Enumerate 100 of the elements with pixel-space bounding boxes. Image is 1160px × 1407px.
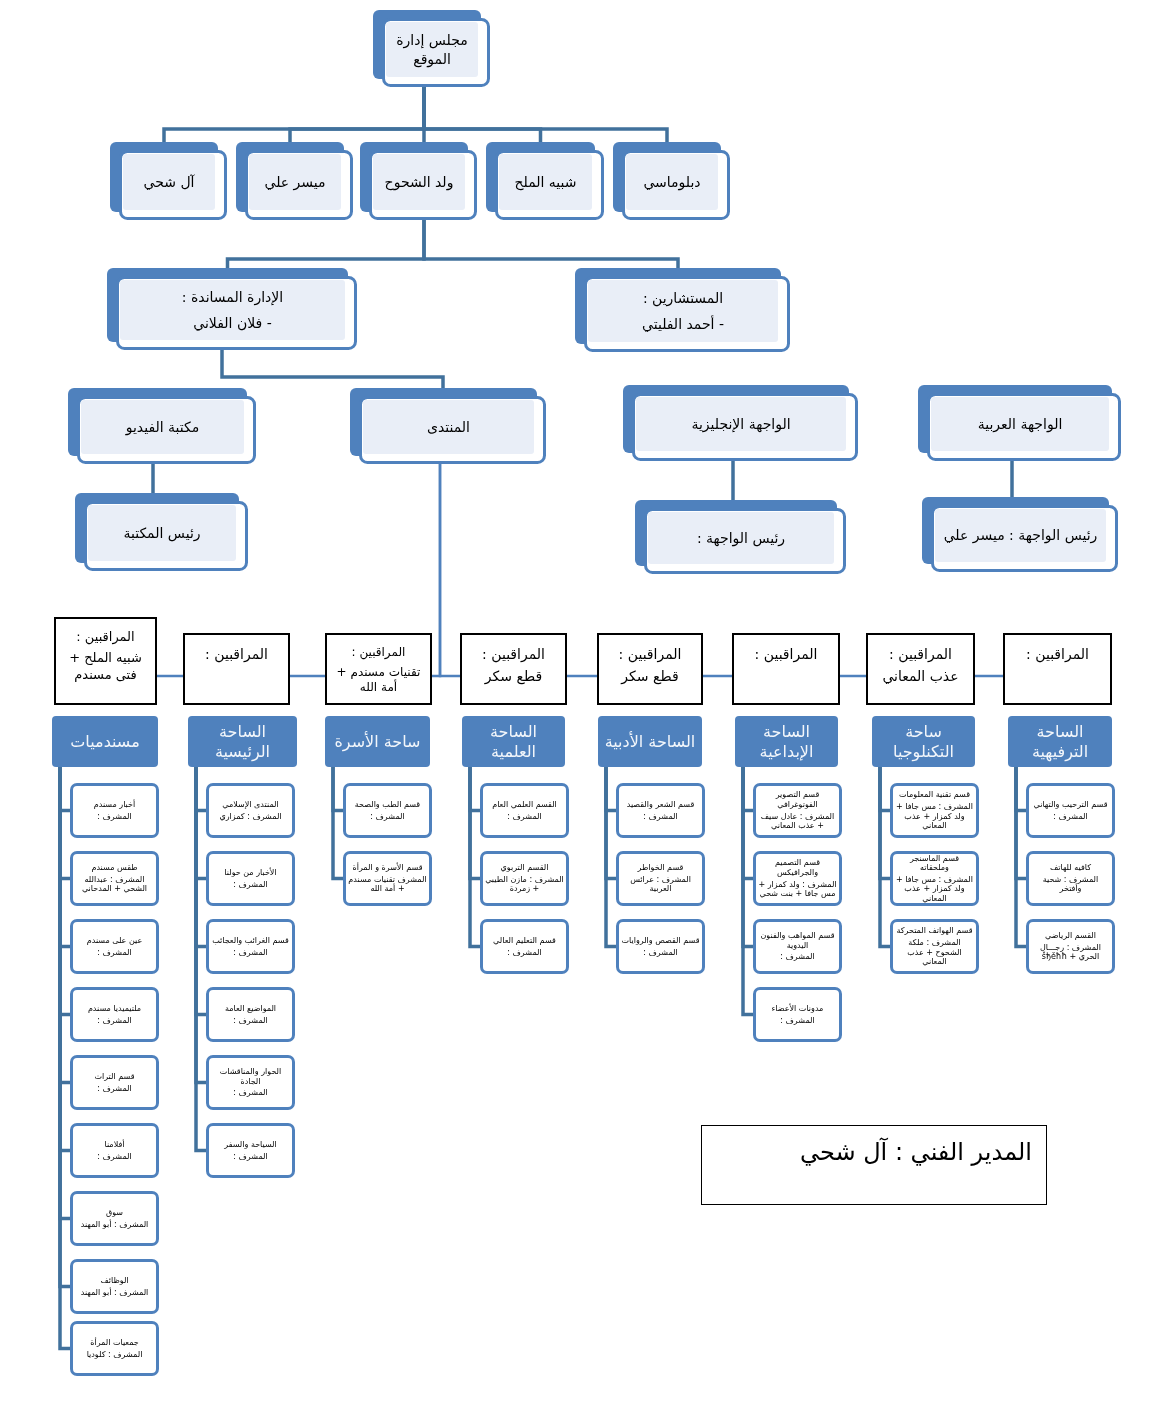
supervisor-text: المشرف : <box>780 1015 815 1026</box>
subforum-name: قسم التراث <box>94 1071 135 1082</box>
moderators-box <box>183 633 290 705</box>
subforum-box <box>1026 851 1115 906</box>
subforum-box <box>480 783 569 838</box>
section-title: الساحة الرئيسية <box>213 722 272 761</box>
connector-line <box>468 767 480 949</box>
subforum-name: السياحة والسفر <box>224 1139 277 1150</box>
moderators-label: المراقبين : <box>618 645 682 664</box>
org-box <box>613 142 730 220</box>
subforum-box <box>1026 783 1115 838</box>
subforum-name: القسم الرياضي <box>1045 931 1096 941</box>
box-title: المنتدى <box>427 417 470 437</box>
connector-line <box>1014 767 1026 949</box>
supervisor-text: المشرف : <box>97 1083 132 1094</box>
subforum-name: القسم التربوي <box>500 863 549 873</box>
supervisor-text: المشرف : <box>780 952 815 962</box>
subforum-box <box>70 783 159 838</box>
supervisor-text: المشرف تقنيات مسندم + أمة الله <box>348 874 427 894</box>
box-title: دبلوماسي <box>643 172 701 192</box>
supervisor-text: المشرف : <box>643 947 678 958</box>
subforum-box <box>343 851 432 906</box>
subforum-box <box>206 783 295 838</box>
supervisor-text: المشرف : <box>97 1151 132 1162</box>
connector-line <box>741 767 753 1017</box>
supervisor-text: المشرف : مازن الطيبي + زمردة <box>485 874 564 894</box>
supervisor-text: المشرف : عادل سيف + عذب المعاني <box>759 811 836 831</box>
org-box <box>110 142 227 220</box>
subforum-box <box>70 919 159 974</box>
supervisor-text: المشرف : أبو المهند <box>80 1287 149 1298</box>
supervisor-text: المشرف : رجـــال الحري + šђěħħ <box>1039 942 1102 962</box>
connector-line <box>432 464 442 678</box>
section-header <box>52 716 158 767</box>
moderator-names: شبيه الملح + فتى مسندم <box>68 649 143 684</box>
connector-line <box>157 674 183 678</box>
supervisor-text: المشرف : <box>97 1015 132 1026</box>
section-title: الساحة الإبداعية <box>758 722 815 761</box>
subforum-name: مدونات الأعضاء <box>771 1003 824 1014</box>
section-header <box>872 716 975 767</box>
supervisor-text: المشرف : ولد كمزار + مس جافا + بنت شحي <box>758 879 837 899</box>
moderators-label: المراقبين : <box>1026 645 1089 664</box>
section-header <box>462 716 565 767</box>
moderators-label: المراقبين : <box>351 645 406 661</box>
moderator-names: قطع سكر <box>621 667 679 686</box>
connector-line <box>220 350 445 388</box>
box-title: ولد الشحوح <box>384 172 454 192</box>
subforum-name: قسم التصميم والجرافيكس <box>773 858 822 878</box>
director-box <box>701 1125 1047 1205</box>
subforum-name: أفلامنا <box>104 1139 125 1150</box>
section-title: ساحة التكنلوجيا <box>892 722 955 761</box>
subforum-name: عين على مسندم <box>86 935 143 946</box>
moderators-label: المراقبين : <box>754 645 818 664</box>
connector-line <box>194 767 206 1153</box>
box-text: - فلان الفلاني <box>193 313 272 332</box>
box-title: مجلس إدارة الموقع <box>395 31 469 68</box>
supervisor-text: المشرف : <box>233 947 268 958</box>
supervisor-text: المشرف : كلوديا <box>86 1349 143 1360</box>
moderators-label: المراقبين : <box>889 645 952 664</box>
subforum-box <box>890 851 979 906</box>
supervisor-text: المشرف : عبدالله الشحي + المدحاني <box>80 874 149 894</box>
subforum-name: قسم الترحيب والتهاني <box>1033 799 1108 810</box>
section-header <box>598 716 702 767</box>
subforum-name: قسم الطب والصحة <box>354 799 421 810</box>
org-box <box>623 385 858 461</box>
org-box <box>75 493 248 571</box>
moderators-box <box>732 633 840 705</box>
subforum-name: قسم الخواطر <box>637 863 684 873</box>
subforum-box <box>616 851 705 906</box>
subforum-name: الأخبار من حولنا <box>224 867 277 878</box>
subforum-name: المواضيع العامة <box>224 1003 277 1014</box>
subforum-name: طقس مسندم <box>91 863 138 873</box>
supervisor-text: المشرف : <box>643 811 678 822</box>
box-title: الواجهة الإنجليزية <box>691 414 791 434</box>
connector-line <box>225 220 426 268</box>
supervisor-text: المشرف : <box>233 879 268 890</box>
subforum-box <box>753 987 842 1042</box>
subforum-name: قسم التعليم العالي <box>493 935 556 946</box>
subforum-name: القسم العلمي العام <box>492 799 557 810</box>
box-text: - أحمد الفليتي <box>642 314 724 333</box>
subforum-name: قسم القصص والروايات <box>621 935 700 946</box>
connector-line <box>331 767 343 881</box>
subforum-box <box>890 919 979 974</box>
subforum-box <box>206 1123 295 1178</box>
org-box <box>486 142 604 220</box>
subforum-box <box>70 1321 159 1376</box>
org-box <box>922 497 1118 572</box>
section-title: ساحة الأسرة <box>334 731 421 752</box>
supervisor-text: المشرف : ملكة الشحوح + عذب المعاني <box>906 937 963 967</box>
subforum-name: قسم الهواتف المتحركة <box>896 926 973 936</box>
box-title: رئيس المكتبة <box>123 523 201 543</box>
subforum-box <box>70 1055 159 1110</box>
supervisor-text: المشرف : <box>1053 811 1088 822</box>
section-header <box>188 716 297 767</box>
subforum-name: قسم الغرائب والعجائب <box>212 935 289 946</box>
note-text: المدير الفني : آل شحي <box>799 1138 1032 1167</box>
subforum-box <box>206 987 295 1042</box>
org-box <box>635 500 846 574</box>
supervisor-text: المشرف : عرائس العربية <box>629 874 692 894</box>
subforum-box <box>70 1191 159 1246</box>
box-title: رئيس الواجهة : <box>696 528 786 548</box>
